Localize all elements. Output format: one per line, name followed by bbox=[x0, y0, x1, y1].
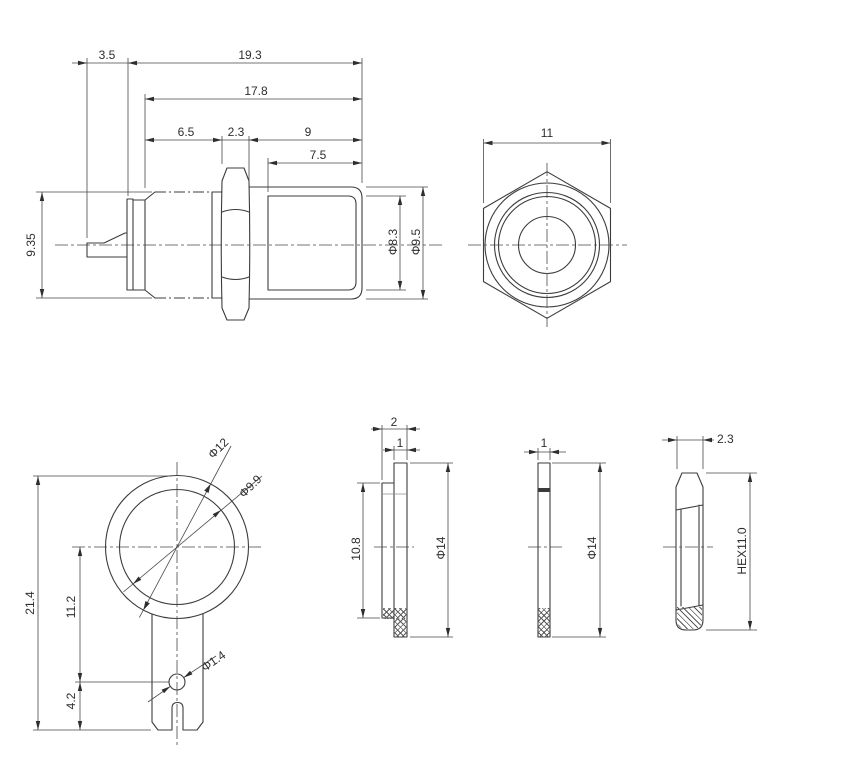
dim-label-bore-depth: 7.5 bbox=[310, 148, 327, 162]
front-view: 11 bbox=[468, 126, 627, 327]
hex-nut-side-outline bbox=[220, 167, 251, 321]
side-view: 3.5 19.3 17.8 6.5 2.3 9 7.5 9.35 Φ8.3 Φ9… bbox=[24, 48, 445, 321]
dim-label-lug-hole-offset: 11.2 bbox=[64, 595, 78, 618]
dim-label-washer1-outer-dia: Φ14 bbox=[434, 536, 448, 559]
dim-label-washer2-thk: 1 bbox=[541, 436, 548, 450]
solder-pin-outline bbox=[86, 232, 128, 258]
washer2-dim-lines bbox=[524, 448, 606, 638]
collar-taper-outline bbox=[132, 191, 156, 299]
washer2-outline bbox=[537, 462, 551, 638]
front-arrowheads bbox=[483, 140, 611, 146]
dim-label-across-flats: 11 bbox=[541, 126, 554, 140]
nut-dim-lines bbox=[662, 436, 757, 631]
washer1-disc-outline bbox=[393, 462, 408, 638]
washer1-dim-lines bbox=[357, 425, 453, 638]
dim-label-overall-length: 19.3 bbox=[238, 48, 262, 62]
dim-label-front-diameter: 9.35 bbox=[24, 233, 38, 257]
side-extension-lines bbox=[36, 58, 428, 300]
dim-label-hex-width: 2.3 bbox=[228, 125, 245, 139]
lug-tail-outline bbox=[151, 613, 204, 731]
dim-label-inner-diameter: Φ8.3 bbox=[386, 229, 400, 256]
dim-label-rear-length: 9 bbox=[305, 125, 312, 139]
dim-label-lug-hole-to-end: 4.2 bbox=[64, 692, 78, 709]
washer1-section-hatch-lower bbox=[394, 619, 407, 637]
washer2-split-mark bbox=[538, 488, 550, 492]
dim-label-lug-inner-dia: Φ9.9 bbox=[236, 472, 265, 501]
lug-arrowheads bbox=[35, 476, 221, 730]
hex-nut-facet-lines bbox=[221, 208, 250, 281]
dim-label-washer2-outer-dia: Φ14 bbox=[585, 536, 599, 559]
flange-outline bbox=[126, 198, 134, 291]
nut-outline bbox=[675, 472, 704, 631]
lug-phi99-line bbox=[123, 475, 263, 593]
front-dim-lines bbox=[483, 139, 611, 203]
dim-label-lug-overall: 21.4 bbox=[23, 591, 37, 615]
washer1-boss-outline bbox=[381, 482, 395, 619]
rear-barrel-outline bbox=[248, 186, 363, 300]
lug-phi12-line bbox=[139, 445, 232, 618]
lug-view: 21.4 11.2 4.2 Φ12 Φ9.9 Φ1.4 bbox=[23, 435, 265, 748]
dim-label-washer1-disc-thk: 1 bbox=[397, 436, 404, 450]
washer2-section-hatch bbox=[538, 608, 550, 637]
dim-label-nut-hex: HEX11.0 bbox=[735, 527, 749, 574]
shoulder-washer-view: 2 1 10.8 Φ14 bbox=[349, 415, 453, 638]
washer1-section-hatch-upper bbox=[383, 608, 407, 619]
knurl-end bbox=[211, 191, 223, 299]
washer1-arrowheads bbox=[360, 426, 451, 637]
nut-view: 2.3 HEX11.0 bbox=[662, 432, 757, 631]
dim-label-lug-outer-dia: Φ12 bbox=[205, 435, 231, 461]
flat-washer-view: 1 Φ14 bbox=[524, 436, 606, 638]
lug-dim-lines bbox=[33, 475, 172, 731]
dim-label-outer-diameter: Φ9.5 bbox=[409, 229, 423, 256]
nut-chamfer-hatch bbox=[677, 607, 702, 629]
side-arrowheads bbox=[39, 60, 426, 299]
washer2-arrowheads bbox=[529, 449, 603, 637]
nut-arrowheads bbox=[668, 437, 753, 630]
dim-label-tab-setback: 3.5 bbox=[99, 48, 116, 62]
bore-outline bbox=[267, 195, 357, 291]
dim-label-washer1-total-thk: 2 bbox=[391, 415, 398, 429]
dim-label-nut-thk: 2.3 bbox=[717, 432, 734, 446]
dim-label-body-length: 17.8 bbox=[244, 84, 268, 98]
dim-label-front-length: 6.5 bbox=[178, 125, 195, 139]
nut-facet-lines bbox=[675, 504, 704, 611]
dim-label-washer1-boss-dia: 10.8 bbox=[349, 537, 363, 561]
side-dimension-lines bbox=[41, 62, 424, 299]
